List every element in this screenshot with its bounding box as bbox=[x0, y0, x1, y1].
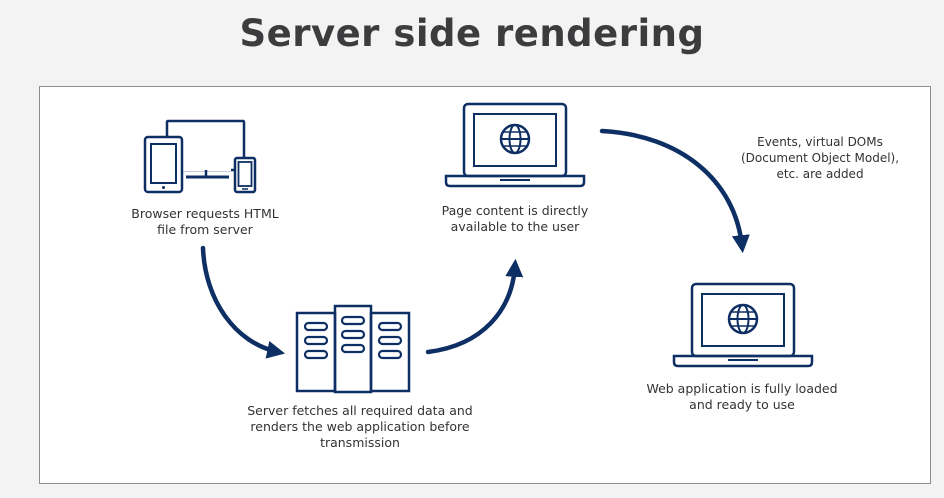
laptop-globe-icon bbox=[672, 282, 814, 368]
caption-line: file from server bbox=[157, 222, 253, 237]
caption-line: Server fetches all required data and bbox=[247, 403, 473, 418]
caption-line: renders the web application before bbox=[250, 419, 470, 434]
caption-line: Events, virtual DOMs bbox=[757, 135, 883, 149]
caption-line: etc. are added bbox=[776, 167, 864, 181]
caption-line: transmission bbox=[320, 435, 400, 450]
arrow-browser-to-server bbox=[200, 245, 286, 359]
caption-page-content: Page content is directly available to th… bbox=[410, 203, 620, 235]
devices-icon bbox=[143, 119, 257, 194]
caption-server-fetch: Server fetches all required data and ren… bbox=[230, 403, 490, 451]
caption-line: Web application is fully loaded bbox=[646, 381, 838, 396]
caption-line: (Document Object Model), bbox=[740, 151, 900, 165]
laptop-globe-icon bbox=[444, 102, 586, 188]
server-rack-icon bbox=[295, 304, 411, 394]
arrow-page-to-app bbox=[599, 128, 750, 254]
caption-browser-request: Browser requests HTML file from server bbox=[100, 206, 310, 238]
caption-fully-loaded: Web application is fully loaded and read… bbox=[632, 381, 852, 413]
caption-line: available to the user bbox=[450, 219, 580, 234]
caption-events-added: Events, virtual DOMs (Document Object Mo… bbox=[725, 134, 915, 182]
arrow-server-to-page bbox=[425, 258, 524, 355]
caption-line: Page content is directly bbox=[441, 203, 589, 218]
caption-line: and ready to use bbox=[689, 397, 795, 412]
caption-line: Browser requests HTML bbox=[131, 206, 279, 221]
diagram-title: Server side rendering bbox=[239, 12, 705, 55]
